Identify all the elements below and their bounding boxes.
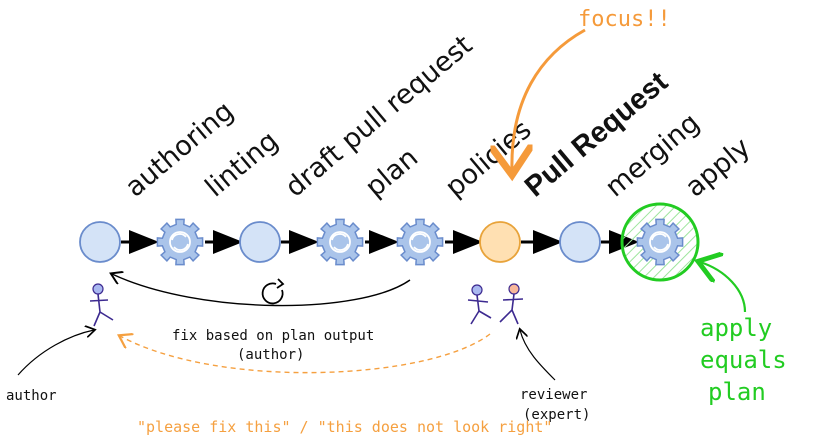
node-merging	[559, 221, 601, 263]
stage-label: plan	[360, 142, 425, 203]
gear-refresh-icon	[316, 218, 364, 266]
gear-refresh-icon	[396, 218, 444, 266]
reviewer-role: (expert)	[523, 407, 590, 423]
author-figure	[89, 283, 114, 327]
apply-note-arrow	[700, 262, 747, 313]
node-pull-request	[479, 221, 521, 263]
feedback-loop-label: fix based on plan output	[172, 328, 374, 344]
author-label: author	[6, 388, 57, 404]
reviewer-pointer	[520, 330, 556, 381]
feedback-loop-arrow	[112, 274, 411, 307]
gear-refresh-icon	[636, 218, 684, 266]
focus-arrow	[512, 28, 586, 172]
author-pointer	[17, 330, 94, 376]
stick-figure-icon	[508, 283, 520, 295]
review-comment-label: "please fix this" / "this does not look …	[137, 418, 552, 436]
stick-figure-icon	[471, 284, 483, 296]
pipeline-nodes	[79, 202, 700, 282]
reviewer-label: reviewer	[520, 387, 587, 403]
reviewer-figures	[467, 283, 524, 325]
stick-figure-icon	[92, 283, 104, 295]
feedback-loop-actor: (author)	[237, 347, 304, 363]
node-policies	[396, 218, 444, 266]
node-plan	[316, 218, 364, 266]
apply-note-line-2: equals	[700, 346, 787, 374]
stage-label: Pull Request	[519, 66, 674, 204]
focus-annotation: focus!!	[578, 7, 671, 32]
apply-note-line-1: apply	[700, 314, 772, 342]
stage-label: policies	[440, 114, 538, 203]
node-authoring	[79, 221, 121, 263]
node-draft-pull-request	[239, 221, 281, 263]
node-apply	[620, 202, 700, 282]
node-linting	[156, 218, 204, 266]
gear-refresh-icon	[156, 218, 204, 266]
apply-note-line-3: plan	[708, 378, 766, 406]
cycle-arrow-icon	[261, 278, 285, 305]
